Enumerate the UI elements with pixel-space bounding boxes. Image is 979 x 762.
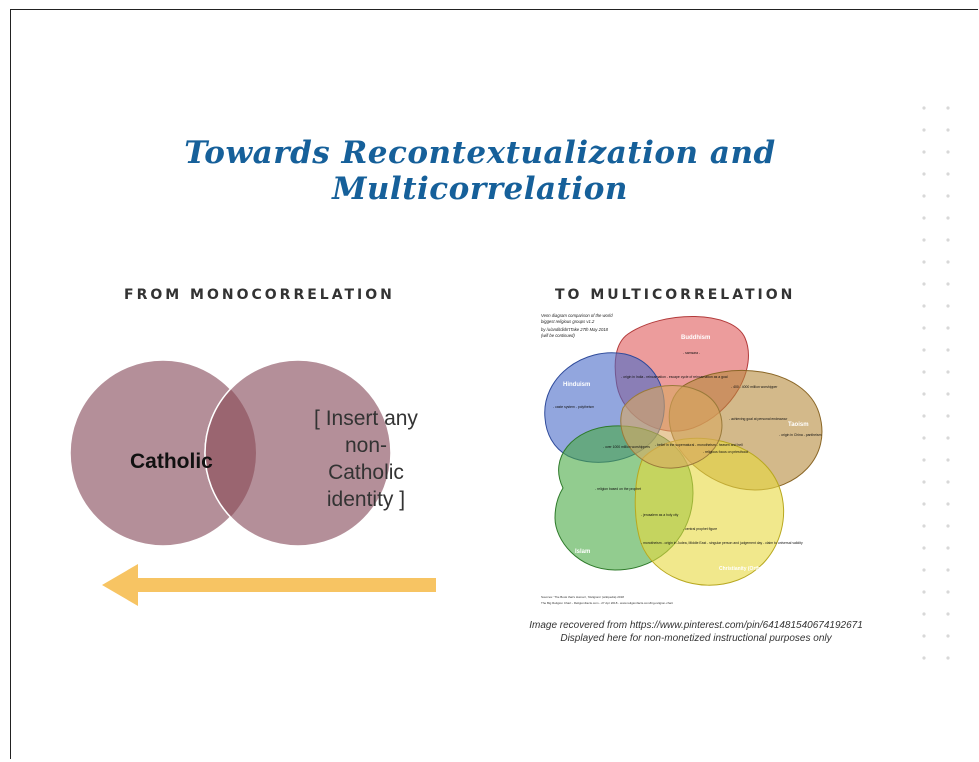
venn-header-line-1: Venn diagram comparison of the world [541,313,613,318]
venn-footer-line-2: The Big Religion Chart - ReligionFacts.c… [541,601,673,605]
venn-header-line-3: by /u/anditdidn'tTake 27th May 2018 [541,327,609,332]
slide-title: Towards Recontextualization and Multicor… [184,135,776,207]
note-personal-endeavour: - achieving goal at personal endeavour [729,417,788,421]
monocorrelation-venn: Catholic [ Insert any non- Catholic iden… [70,359,436,606]
decorative-dot-pattern [922,106,950,660]
catholic-label: Catholic [130,450,213,473]
left-heading: FROM MONOCORRELATION [124,287,395,303]
note-origin-china: - origin in China - pantheism [779,433,822,437]
note-samsara: - samsara - [683,351,700,355]
identity-line-3: Catholic [328,461,404,484]
buddhism-label: Buddhism [681,335,710,341]
note-worshippers-1000: - over 1000 million worshippers [603,445,650,449]
multicorrelation-venn-image: Venn diagram comparison of the world big… [533,308,843,613]
christianity-region [634,437,784,586]
venn-footer-line-1: Sources: 'The Book that's Human', 'Relig… [541,595,624,599]
christianity-label: Christianity (Orthodoxy/ Catholicism) [719,566,808,572]
note-origin-india: - origin in India - reincarnation - esca… [621,375,728,379]
usage-disclaimer-caption: Displayed here for non-monetized instruc… [560,633,832,644]
venn-header-line-2: biggest religious groups v1.2 [541,319,595,324]
note-supernatural: - belief in the supernatural - monotheis… [655,443,743,447]
taoism-label: Taoism [788,422,809,428]
note-jerusalem: - jerusalem as a holy city [641,513,679,517]
venn-footer: Sources: 'The Book that's Human', 'Relig… [541,595,673,605]
image-source-caption: Image recovered from https://www.pintere… [529,620,863,631]
note-prophet-religion: - religion based on the prophet [595,487,641,491]
identity-line-2: non- [345,434,387,457]
venn-header: Venn diagram comparison of the world big… [541,313,613,338]
identity-line-1: [ Insert any [314,407,418,430]
venn-header-line-4: (will be continued) [541,333,575,338]
note-priesthood: - religious focus on priesthood [703,450,748,454]
identity-line-4: identity ] [327,488,405,511]
left-arrow [102,564,436,606]
hinduism-label: Hinduism [563,382,590,388]
islam-label: Islam [575,549,590,555]
note-caste-system: - caste system - polytheism [553,405,594,409]
note-monotheism: - monotheism - origin in Judea, Middle E… [641,541,803,545]
note-central-prophet: - central prophet figure [683,527,717,531]
note-worshippers-4000: - 400 - 4000 million worshipper [731,385,778,389]
right-heading: TO MULTICORRELATION [555,287,796,303]
central-overlap-region [620,385,723,469]
